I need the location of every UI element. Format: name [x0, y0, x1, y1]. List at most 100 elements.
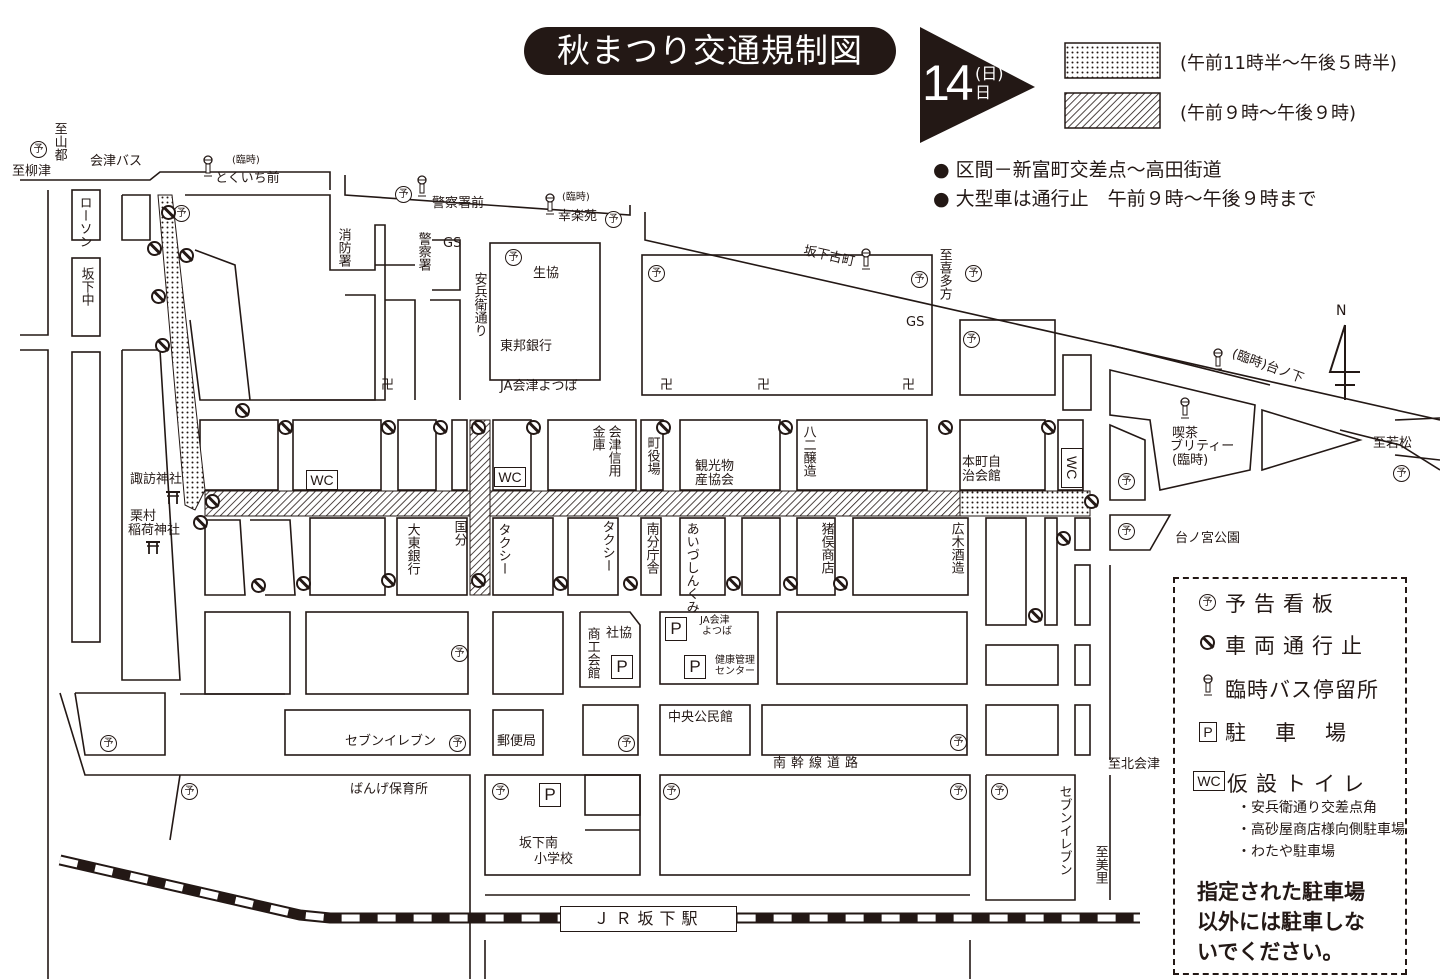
label-honmachi-1: 本町自 — [962, 455, 1002, 470]
notice-board-icon: 予 — [950, 734, 967, 751]
label-aizu-bus: 会津バス — [90, 154, 143, 169]
notice-board-icon: 予 — [963, 331, 980, 348]
label-seven-east: セブンイレブン — [1056, 785, 1072, 876]
toilet-location: ・高砂屋商店様向側駐車場 — [1237, 822, 1405, 838]
no-entry-icon — [833, 576, 848, 591]
legend-temp-bus-stop: 臨時バス停留所 — [1225, 678, 1379, 702]
no-entry-icon — [151, 289, 166, 304]
no-entry-icon — [553, 576, 568, 591]
no-entry-icon — [938, 420, 953, 435]
wc-icon: WC — [1193, 771, 1225, 791]
label-ja-small-1: JA会津 — [700, 615, 730, 626]
legend-hatched-swatch — [1064, 92, 1161, 129]
no-entry-icon — [783, 576, 798, 591]
label-inari-shrine: 稲荷神社 — [128, 523, 181, 538]
notice-board-icon: 予 — [505, 249, 522, 266]
bus-stop-icon — [417, 175, 427, 197]
label-coop: 生協 — [533, 266, 560, 281]
no-entry-icon — [433, 420, 448, 435]
notice-line: 以外には駐車しな — [1197, 910, 1365, 934]
parking-notice: 指定された駐車場 以外には駐車しな いでください。 — [1197, 877, 1365, 967]
no-entry-icon — [1084, 494, 1099, 509]
label-shakyo: 社協 — [606, 626, 633, 641]
no-entry-icon — [1041, 420, 1056, 435]
label-taxi: タクシー — [495, 523, 511, 575]
notice-line: 指定された駐車場 — [1197, 880, 1365, 904]
notice-board-icon: 予 — [30, 141, 47, 158]
no-entry-icon — [161, 205, 176, 220]
notice-board-icon: 予 — [492, 783, 509, 800]
no-entry-icon — [296, 576, 311, 591]
notice-board-icon: 予 — [1118, 473, 1135, 490]
legend-temp-toilet: 仮設トイレ — [1227, 772, 1372, 796]
label-gs-2: GS — [906, 315, 925, 330]
notice-line: いでください。 — [1197, 940, 1344, 964]
no-entry-icon — [471, 420, 486, 435]
label-tourism-1: 観光物 — [695, 459, 735, 474]
bus-stop-icon — [203, 155, 213, 177]
restricted-zone-dotted-vertical — [157, 194, 206, 511]
no-entry-icon — [381, 573, 396, 588]
legend-no-vehicles: 車両通行止 — [1225, 634, 1370, 658]
label-lawson: ローソン — [76, 196, 92, 248]
bus-stop-icon — [1213, 348, 1223, 370]
temple-icon: 卍 — [757, 378, 771, 393]
temple-icon: 卍 — [902, 378, 916, 393]
no-entry-icon — [155, 338, 170, 353]
label-ja-aizu: JA会津よつば — [500, 379, 578, 394]
legend-dotted-swatch — [1064, 42, 1161, 79]
notice-board-icon: 予 — [449, 735, 466, 752]
parking-icon: P — [1199, 722, 1217, 742]
no-entry-icon — [205, 494, 220, 509]
legend-hatched-time: (午前９時～午後９時) — [1180, 103, 1357, 124]
label-tokuichi-rinji: (臨時) — [232, 155, 260, 166]
label-kokubu: 国分 — [451, 520, 467, 546]
label-hachini: 八二醸造 — [800, 425, 816, 477]
label-fire-station: 消防署 — [335, 228, 351, 267]
no-entry-icon — [623, 576, 638, 591]
label-police-stop: 警察署前 — [432, 196, 485, 211]
label-cafe: 喫茶 — [1172, 426, 1199, 441]
label-tourism-2: 産協会 — [695, 473, 735, 488]
no-entry-icon — [381, 420, 396, 435]
bus-stop-icon — [1180, 397, 1190, 419]
notice-board-icon: 予 — [100, 735, 117, 752]
label-health-2: センター — [715, 666, 755, 677]
north-arrow — [1328, 324, 1360, 400]
restricted-zone-hatched-main — [204, 490, 961, 517]
temple-icon: 卍 — [660, 378, 674, 393]
notice-board-icon: 予 — [173, 205, 190, 222]
label-inomata: 猪俣商店 — [818, 522, 834, 574]
temple-icon: 卍 — [381, 378, 395, 393]
no-entry-icon — [471, 573, 486, 588]
no-entry-icon — [251, 578, 266, 593]
label-kourakuen: 幸楽苑 — [558, 209, 598, 224]
label-to-kitaaizu: 至北会津 — [1108, 757, 1161, 772]
bus-stop-icon — [545, 193, 555, 215]
label-kourakuen-rinji: (臨時) — [562, 192, 590, 203]
no-entry-icon — [1056, 531, 1071, 546]
label-tokuichi: とくいち前 — [215, 171, 280, 186]
notice-board-icon: 予 — [663, 783, 680, 800]
label-commerce: 商工会館 — [584, 627, 600, 679]
notice-board-icon: 予 — [395, 186, 412, 203]
label-cafe-rinji: (臨時) — [1172, 453, 1209, 468]
label-gs-1: GS — [443, 236, 462, 251]
label-ja-small-2: よつば — [702, 626, 732, 637]
label-police: 警察署 — [415, 232, 431, 271]
label-aizu-shinyo: 会津信用 — [605, 425, 621, 477]
station-label: ＪＲ坂下駅 — [560, 906, 737, 932]
page-title: 秋まつり交通規制図 — [524, 27, 896, 75]
label-school-2: 小学校 — [534, 852, 574, 867]
label-to-misato: 至美里 — [1092, 845, 1108, 884]
label-minami-office: 南分庁舎 — [643, 522, 659, 574]
bus-stop-icon — [861, 248, 871, 270]
notice-board-icon: 予 — [1118, 523, 1135, 540]
notice-board-icon: 予 — [605, 211, 622, 228]
notice-board-icon: 予 — [911, 271, 928, 288]
restricted-zone-dotted-east — [959, 490, 1091, 517]
no-entry-icon — [278, 420, 293, 435]
no-entry-icon — [147, 241, 162, 256]
label-toho-bank: 東邦銀行 — [500, 339, 553, 354]
label-to-yamato: 至山都 — [51, 122, 67, 161]
